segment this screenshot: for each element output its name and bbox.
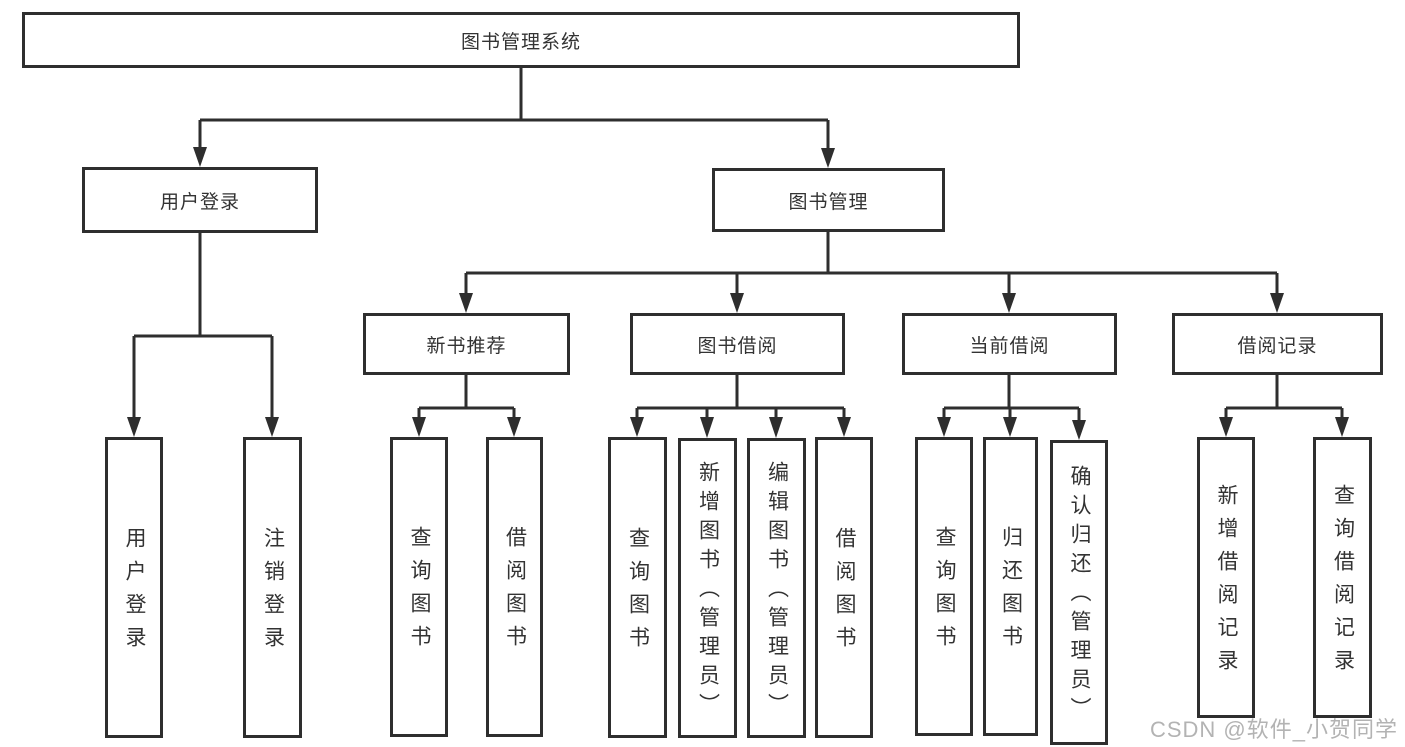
leaf-borrow-books-recommend: 借阅图书 [486,437,543,737]
leaf-add-book-admin: 新增图书（管理员） [678,438,737,738]
csdn-watermark: CSDN @软件_小贺同学 [1149,717,1398,742]
node-book-management: 图书管理 [712,168,945,232]
leaf-user-login: 用户登录 [105,437,163,738]
node-library-system: 图书管理系统 [22,12,1020,68]
leaf-query-books-recommend: 查询图书 [390,437,448,737]
node-book-borrowing: 图书借阅 [630,313,845,375]
leaf-query-books-borrowing: 查询图书 [608,437,667,738]
leaf-add-borrow-record: 新增借阅记录 [1197,437,1255,718]
leaf-logout: 注销登录 [243,437,302,738]
node-current-borrowing: 当前借阅 [902,313,1117,375]
node-new-book-recommend: 新书推荐 [363,313,570,375]
node-borrowing-records: 借阅记录 [1172,313,1383,375]
leaf-confirm-return-admin: 确认归还（管理员） [1050,440,1108,745]
leaf-query-books-current: 查询图书 [915,437,973,736]
leaf-borrow-books-borrowing: 借阅图书 [815,437,873,738]
leaf-edit-book-admin: 编辑图书（管理员） [747,438,806,738]
leaf-return-books: 归还图书 [983,437,1038,736]
leaf-query-borrow-record: 查询借阅记录 [1313,437,1372,718]
node-user-login: 用户登录 [82,167,318,233]
